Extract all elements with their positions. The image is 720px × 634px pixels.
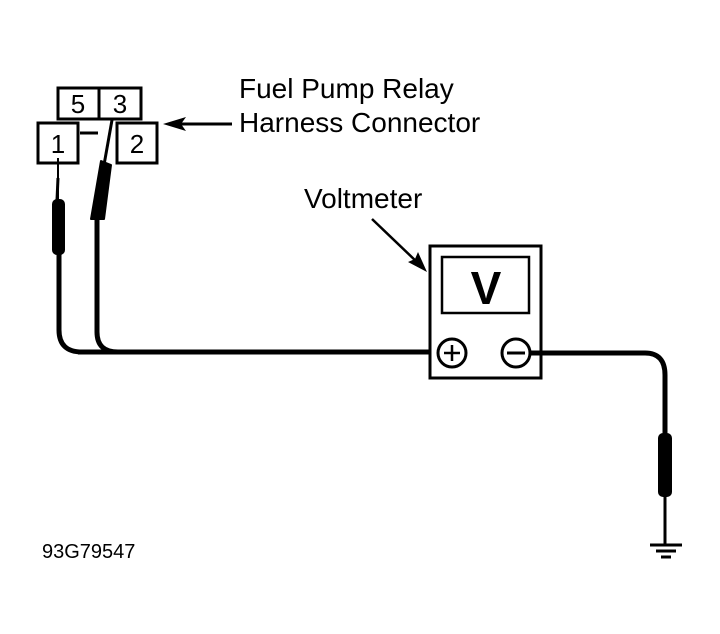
connector-pin-5-box [56,86,101,121]
connector-pin-2-box [115,121,159,165]
voltmeter-display-value: V [471,262,502,314]
connector-pin-1-label: 1 [51,129,65,159]
ground-icon [650,543,682,559]
positive-terminal-icon [436,337,468,369]
connector-pin-5-label: 5 [71,89,85,119]
voltmeter-callout-arrow-icon [371,218,427,272]
connector-pin-3-box [97,86,143,121]
connector-label-line2: Harness Connector [239,107,480,138]
negative-terminal-icon [500,337,532,369]
probe-pin-3 [90,119,119,355]
negative-lead [530,350,672,545]
figure-id: 93G79547 [42,541,135,563]
connector-pin-2-label: 2 [130,129,144,159]
probe-pin-1 [52,158,83,355]
connector-pin-3-label: 3 [113,89,127,119]
connector-label-line1: Fuel Pump Relay [239,73,454,104]
connector-callout-arrow-icon [163,117,232,131]
relay-harness-connector: 5 3 1 2 [36,86,159,165]
voltmeter: V [428,244,543,380]
voltmeter-label: Voltmeter [304,183,422,214]
voltmeter-display [440,255,531,315]
